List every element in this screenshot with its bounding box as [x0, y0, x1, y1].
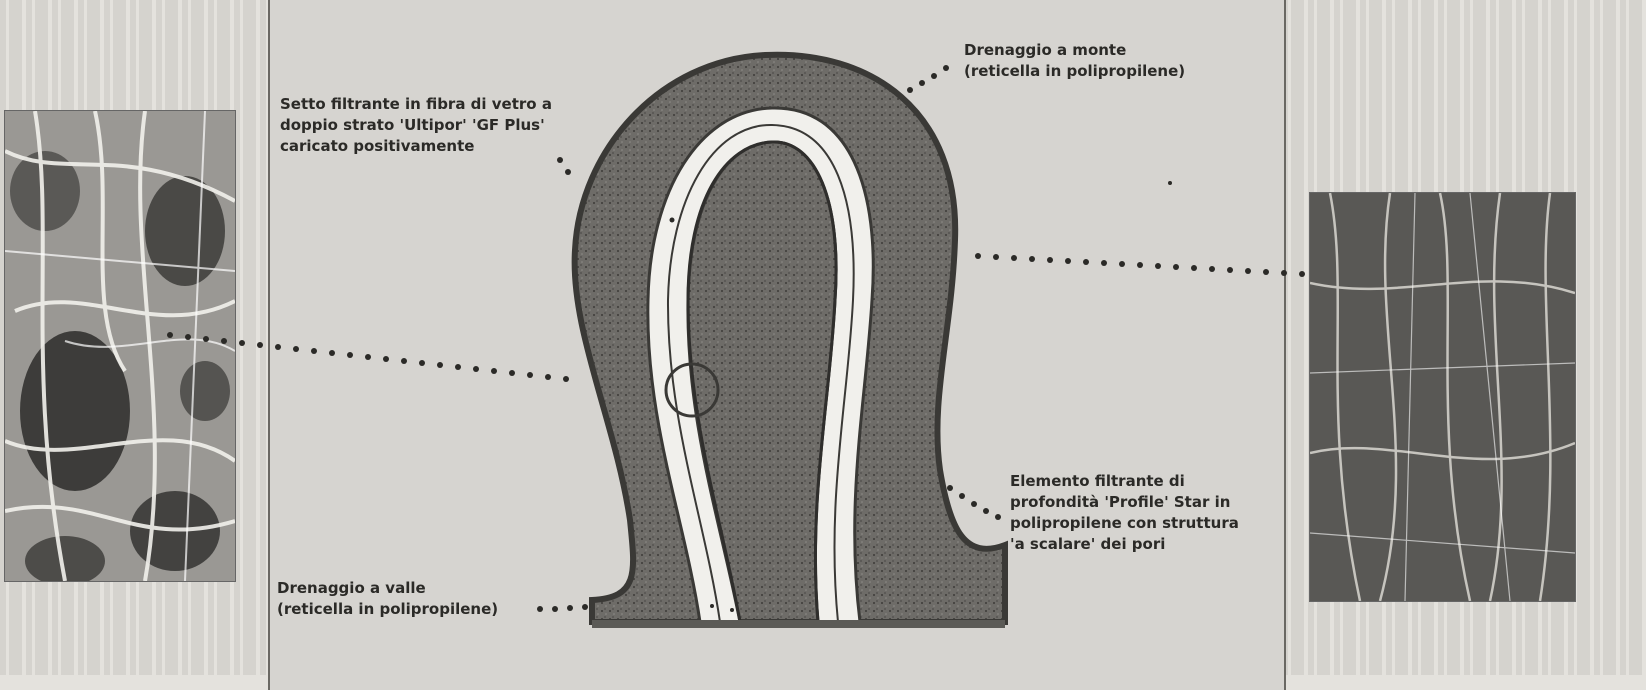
leader-valle: [537, 604, 588, 612]
leader-left-photo: [167, 332, 569, 382]
leader-monte: [907, 65, 949, 93]
diagram-base: [592, 620, 1005, 628]
leader-elemento: [947, 485, 1001, 520]
leader-setto: [557, 157, 571, 175]
label-drenaggio-monte: Drenaggio a monte (reticella in poliprop…: [964, 40, 1185, 82]
label-setto-filtrante: Setto filtrante in fibra di vetro a dopp…: [280, 94, 552, 157]
leader-right-photo: [975, 253, 1305, 277]
label-drenaggio-valle: Drenaggio a valle (reticella in poliprop…: [277, 578, 498, 620]
label-elemento-filtrante: Elemento filtrante di profondità 'Profil…: [1010, 471, 1239, 555]
